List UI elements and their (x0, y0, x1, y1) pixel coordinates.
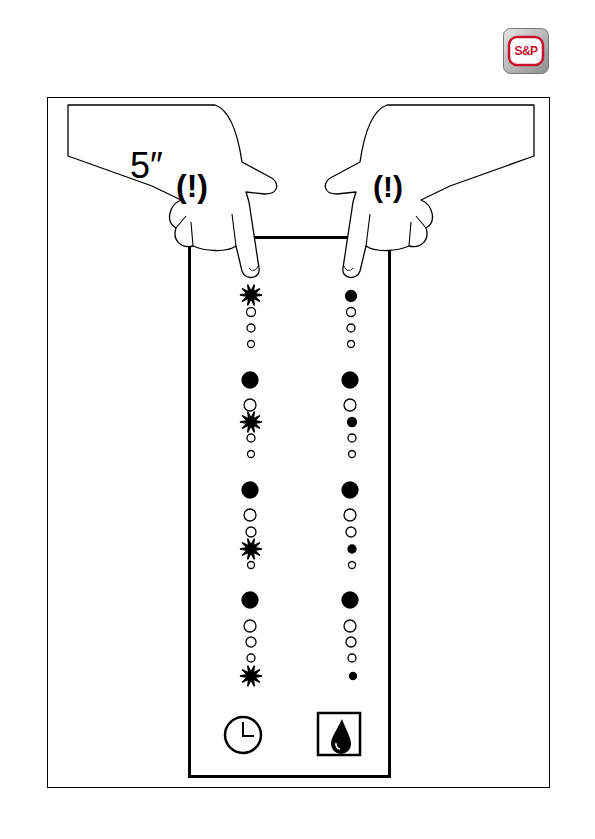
humidity-icon (318, 713, 360, 755)
right-led-column (342, 291, 358, 680)
control-panel (190, 238, 390, 777)
left-hand (68, 105, 277, 277)
left-led-column (240, 285, 262, 687)
logo-box: S&P (503, 28, 549, 74)
logo-text: S&P (503, 28, 549, 74)
duration-label: 5″ (130, 148, 163, 184)
frame (48, 98, 550, 788)
warning-mark: (!) (373, 172, 403, 202)
warning-mark: (!) (176, 170, 208, 202)
clock-icon (225, 717, 261, 753)
right-hand (325, 105, 534, 277)
